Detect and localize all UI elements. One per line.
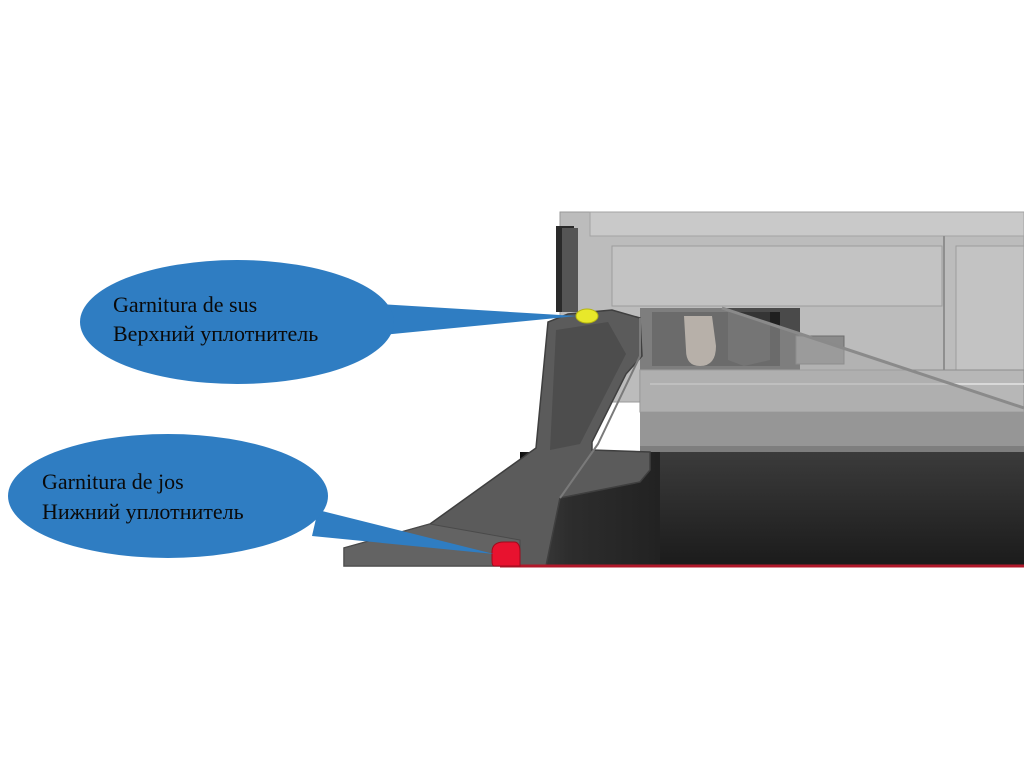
callout-bottom-line1: Garnitura de jos: [42, 469, 184, 494]
callout-top-pointer: [372, 304, 577, 336]
bottom-seal-marker: [491, 541, 521, 567]
vertical-wall: [562, 228, 578, 312]
profile-outline: [559, 318, 641, 499]
callout-bottom: Garnitura de jos Нижний уплотнитель: [8, 434, 494, 558]
upper-frame-top-strip: [589, 211, 1024, 237]
callout-top-bubble: [80, 260, 394, 384]
callout-bottom-bubble: [8, 434, 328, 558]
callout-top-line1: Garnitura de sus: [113, 292, 257, 317]
diagonal-panel-edge: [721, 306, 1024, 410]
callout-bottom-line2: Нижний уплотнитель: [42, 499, 244, 524]
upper-frame: [559, 211, 1024, 403]
top-seal-marker: [575, 308, 599, 324]
callout-top-line2: Верхний уплотнитель: [113, 321, 318, 346]
profile-inner-groove: [550, 322, 626, 450]
upper-frame-inner-panel: [611, 245, 943, 307]
diagonal-panel: [640, 308, 1024, 446]
callout-top: Garnitura de sus Верхний уплотнитель: [80, 260, 577, 384]
callout-bottom-pointer: [312, 510, 494, 554]
